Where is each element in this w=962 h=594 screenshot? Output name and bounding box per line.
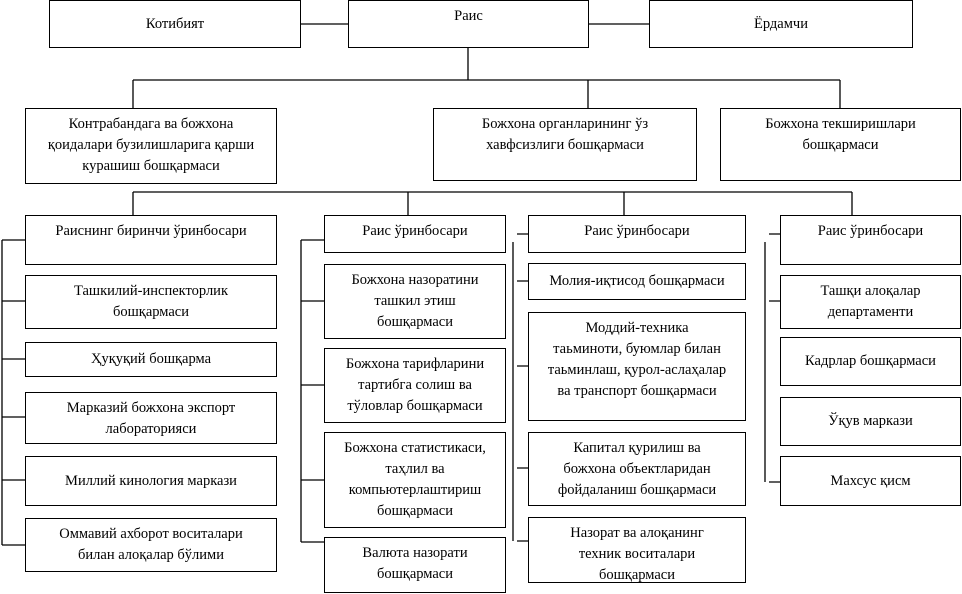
unit-box-label: Молия-иқтисод бошқармаси (549, 273, 725, 289)
unit-box: Марказий божхона экспорт лабораторияси (25, 392, 277, 444)
department-box: Контрабандага ва божхона қоидалари бузил… (25, 108, 277, 184)
unit-box: Ҳуқуқий бошқарма (25, 342, 277, 377)
unit-box: Капитал қурилиш ва божхона объектларидан… (528, 432, 746, 506)
deputy-chairman-box-label: Раиснинг биринчи ўринбосари (55, 223, 247, 239)
unit-box: Кадрлар бошқармаси (780, 337, 961, 386)
department-box-label: Божхона текширишлари бошқармаси (765, 116, 916, 153)
deputy-chairman-box: Раис ўринбосари (324, 215, 506, 253)
deputy-chairman-box-label: Раис ўринбосари (584, 223, 690, 239)
deputy-chairman-box: Раис ўринбосари (780, 215, 961, 265)
secretariat-box-label: Котибият (145, 15, 205, 32)
department-box: Божхона органларининг ўз хавфсизлиги бош… (433, 108, 697, 181)
unit-box-label: Ташқи алоқалар департаменти (820, 283, 921, 320)
unit-box: Миллий кинология маркази (25, 456, 277, 506)
secretariat-box: Котибият (49, 0, 301, 48)
deputy-chairman-box: Раис ўринбосари (528, 215, 746, 253)
unit-box-label: Кадрлар бошқармаси (805, 353, 936, 369)
unit-box-label: Ҳуқуқий бошқарма (90, 351, 212, 367)
unit-box-label: Марказий божхона экспорт лабораторияси (66, 400, 236, 437)
unit-box: Валюта назорати бошқармаси (324, 537, 506, 593)
department-box-label: Божхона органларининг ўз хавфсизлиги бош… (481, 116, 649, 153)
assistant-box: Ёрдамчи (649, 0, 913, 48)
unit-box: Божхона назоратини ташкил этиш бошқармас… (324, 264, 506, 339)
unit-box-label: Божхона тарифларини тартибга солиш ва тў… (345, 356, 485, 414)
unit-box-label: Ташкилий-инспекторлик бошқармаси (74, 283, 228, 320)
unit-box-label: Миллий кинология маркази (65, 472, 237, 489)
unit-box-label: Божхона статистикаси, таҳлил ва компьюте… (344, 440, 486, 519)
unit-box: Ташкилий-инспекторлик бошқармаси (25, 275, 277, 329)
chairman-box: Раис (348, 0, 589, 48)
chairman-box-label: Раис (454, 8, 483, 24)
unit-box-label: Моддий-техника таьминоти, буюмлар билан … (547, 320, 727, 399)
unit-box: Божхона статистикаси, таҳлил ва компьюте… (324, 432, 506, 528)
unit-box-label: Божхона назоратини ташкил этиш бошқармас… (351, 272, 479, 330)
unit-box-label: Назорат ва алоқанинг техник воситалари б… (570, 525, 704, 583)
unit-box: Ўқув маркази (780, 397, 961, 446)
unit-box: Молия-иқтисод бошқармаси (528, 263, 746, 300)
deputy-chairman-box: Раиснинг биринчи ўринбосари (25, 215, 277, 265)
unit-box-label: Ўқув маркази (828, 413, 913, 429)
unit-box: Божхона тарифларини тартибга солиш ва тў… (324, 348, 506, 423)
unit-box-label: Капитал қурилиш ва божхона объектларидан… (557, 440, 717, 498)
department-box: Божхона текширишлари бошқармаси (720, 108, 961, 181)
deputy-chairman-box-label: Раис ўринбосари (362, 223, 468, 239)
unit-box: Оммавий ахборот воситалари билан алоқала… (25, 518, 277, 572)
unit-box: Махсус қисм (780, 456, 961, 506)
unit-box-label: Оммавий ахборот воситалари билан алоқала… (59, 526, 243, 563)
department-box-label: Контрабандага ва божхона қоидалари бузил… (47, 116, 255, 174)
unit-box: Ташқи алоқалар департаменти (780, 275, 961, 329)
assistant-box-label: Ёрдамчи (754, 15, 808, 32)
unit-box: Назорат ва алоқанинг техник воситалари б… (528, 517, 746, 583)
deputy-chairman-box-label: Раис ўринбосари (817, 223, 924, 239)
unit-box-label: Валюта назорати бошқармаси (362, 545, 468, 582)
unit-box: Моддий-техника таьминоти, буюмлар билан … (528, 312, 746, 421)
unit-box-label: Махсус қисм (830, 472, 911, 489)
